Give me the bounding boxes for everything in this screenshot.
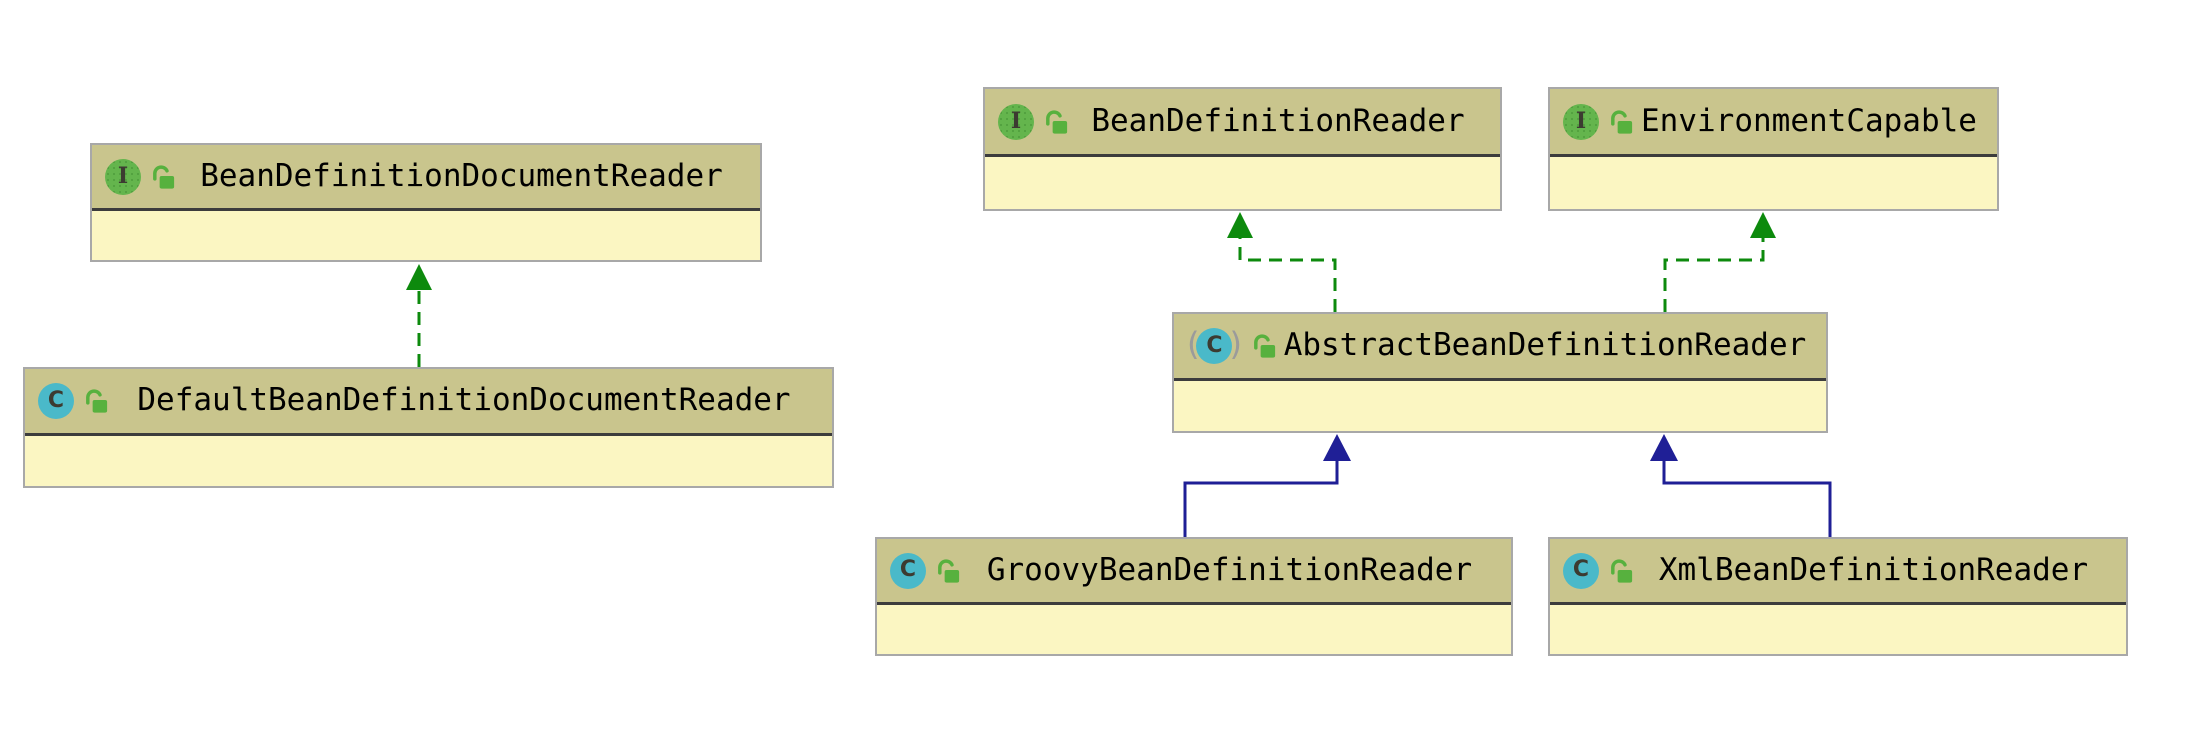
class-node-bean-definition-reader[interactable]: I BeanDefinitionReader — [983, 87, 1502, 211]
class-node-bean-definition-document-reader[interactable]: I BeanDefinitionDocumentReader — [90, 143, 762, 262]
public-lock-icon — [1251, 332, 1278, 360]
implements-edge-abstract-bean-definition-reader-to-bean-definition-reader — [1227, 212, 1337, 312]
public-lock-icon — [1608, 557, 1635, 585]
node-header: I BeanDefinitionDocumentReader — [92, 145, 760, 211]
node-body — [985, 157, 1500, 209]
node-header: C DefaultBeanDefinitionDocumentReader — [25, 369, 832, 436]
abstract-class-icon: ( C ) — [1187, 325, 1242, 364]
node-header: C XmlBeanDefinitionReader — [1550, 539, 2126, 605]
class-node-default-bean-definition-document-reader[interactable]: C DefaultBeanDefinitionDocumentReader — [23, 367, 834, 488]
interface-icon: I — [998, 103, 1034, 140]
abstract-paren-right: ) — [1229, 325, 1242, 363]
class-icon: C — [890, 552, 926, 589]
node-title: DefaultBeanDefinitionDocumentReader — [137, 382, 791, 418]
class-node-abstract-bean-definition-reader[interactable]: ( C ) AbstractBeanDefinitionReader — [1172, 312, 1828, 433]
node-body — [1550, 157, 1997, 209]
node-title: BeanDefinitionReader — [1091, 102, 1465, 139]
node-title: EnvironmentCapable — [1641, 102, 1977, 139]
class-node-xml-bean-definition-reader[interactable]: C XmlBeanDefinitionReader — [1548, 537, 2128, 656]
node-title: AbstractBeanDefinitionReader — [1283, 327, 1807, 363]
node-header: C GroovyBeanDefinitionReader — [877, 539, 1511, 605]
class-node-groovy-bean-definition-reader[interactable]: C GroovyBeanDefinitionReader — [875, 537, 1513, 656]
interface-icon: I — [105, 158, 141, 195]
implements-edge-default-bean-definition-document-reader-to-bean-definition-document-reader — [406, 264, 432, 367]
node-title: BeanDefinitionDocumentReader — [200, 157, 723, 194]
node-header: I EnvironmentCapable — [1550, 89, 1997, 157]
extends-edge-xml-bean-definition-reader-to-abstract-bean-definition-reader — [1650, 434, 1832, 537]
class-node-environment-capable[interactable]: I EnvironmentCapable — [1548, 87, 1999, 211]
public-lock-icon — [83, 387, 110, 415]
node-body — [1550, 605, 2126, 654]
public-lock-icon — [1608, 108, 1635, 136]
class-icon: C — [38, 383, 74, 419]
node-body — [92, 211, 760, 260]
node-title: XmlBeanDefinitionReader — [1658, 551, 2089, 588]
node-header: I BeanDefinitionReader — [985, 89, 1500, 157]
public-lock-icon — [935, 557, 962, 585]
interface-icon: I — [1563, 103, 1599, 140]
node-body — [877, 605, 1511, 654]
class-icon: C — [1563, 552, 1599, 589]
abstract-paren-left: ( — [1187, 325, 1200, 363]
implements-edge-abstract-bean-definition-reader-to-environment-capable — [1663, 212, 1776, 312]
node-title: GroovyBeanDefinitionReader — [986, 551, 1473, 588]
extends-edge-groovy-bean-definition-reader-to-abstract-bean-definition-reader — [1183, 434, 1351, 537]
node-body — [25, 436, 832, 486]
public-lock-icon — [150, 163, 177, 191]
public-lock-icon — [1043, 108, 1070, 136]
node-header: ( C ) AbstractBeanDefinitionReader — [1174, 314, 1826, 381]
node-body — [1174, 381, 1826, 431]
